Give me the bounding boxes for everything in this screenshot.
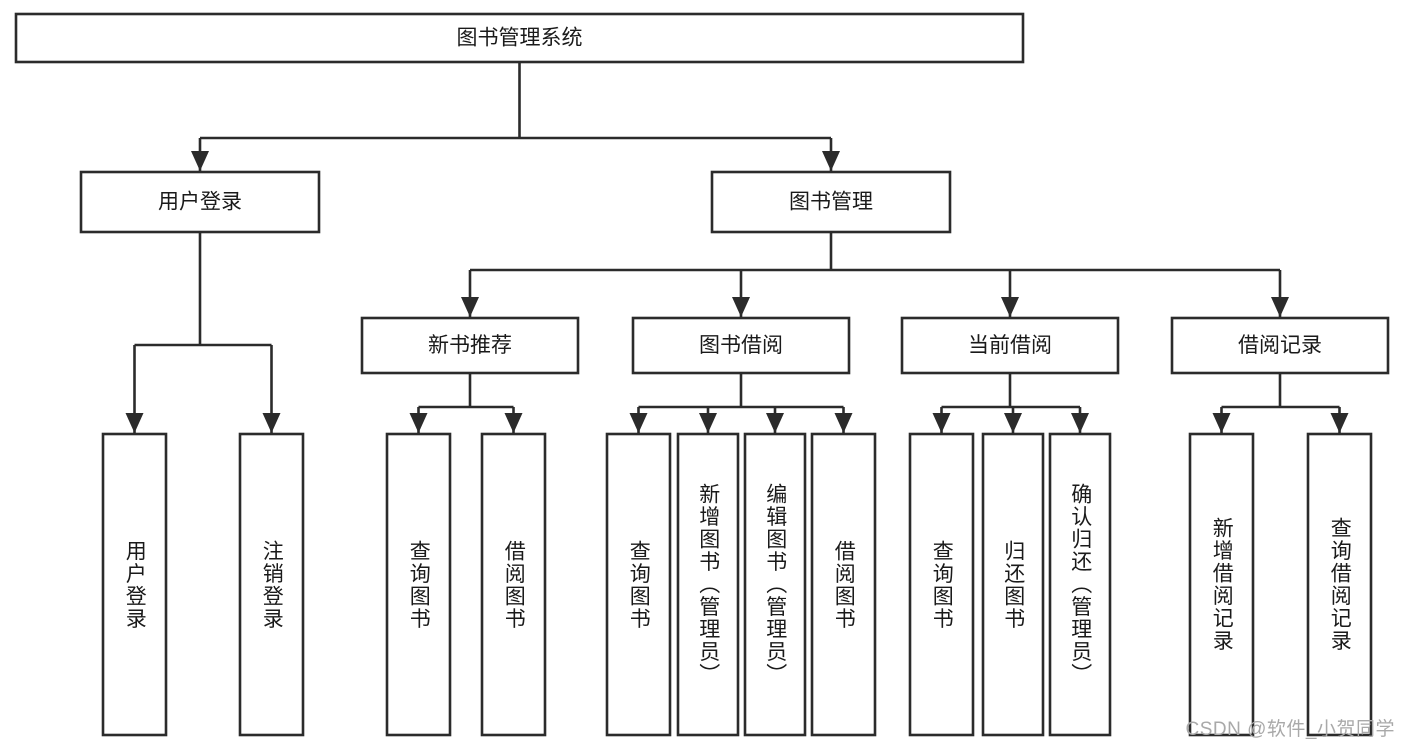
node-box-level3-2[interactable] (900, 316, 1120, 375)
node-box-leaf-4[interactable] (605, 432, 672, 737)
node-box-leaf-9[interactable] (981, 432, 1045, 737)
arrow-head-l3-3-0 (1212, 413, 1231, 433)
node-label-level3-3: 借阅记录 (1238, 334, 1322, 357)
node-label-level3-2: 当前借阅 (968, 334, 1052, 357)
arrow-head-l3-1-2 (766, 413, 784, 433)
arrow-head-root-0 (191, 151, 209, 171)
arrow-head-l3-2-1 (1004, 413, 1022, 433)
node-box-leaf-10[interactable] (1048, 432, 1112, 737)
arrow-head-l3-3-1 (1330, 413, 1349, 433)
node-box-level3-3[interactable] (1170, 316, 1390, 375)
arrow-head-l3-0-0 (409, 413, 428, 433)
node-box-leaf-7[interactable] (810, 432, 877, 737)
node-box-level2-0[interactable] (79, 170, 321, 234)
connectors-layer (125, 62, 1349, 433)
node-box-root-0[interactable] (14, 12, 1025, 64)
node-box-level2-1[interactable] (710, 170, 952, 234)
node-box-leaf-2[interactable] (385, 432, 452, 737)
arrow-head-books-1 (732, 297, 750, 317)
arrow-head-login-1 (262, 413, 281, 433)
node-box-level3-0[interactable] (360, 316, 580, 375)
arrow-head-books-2 (1001, 297, 1019, 317)
boxes-layer (14, 12, 1390, 737)
node-label-level3-0: 新书推荐 (428, 334, 512, 357)
arrow-head-l3-0-1 (504, 413, 523, 433)
node-box-leaf-3[interactable] (480, 432, 547, 737)
arrow-head-books-0 (461, 297, 479, 317)
node-label-root-0: 图书管理系统 (457, 27, 583, 50)
arrow-head-books-3 (1271, 297, 1289, 317)
node-box-leaf-6[interactable] (743, 432, 807, 737)
node-box-leaf-8[interactable] (908, 432, 975, 737)
arrow-head-l3-1-3 (834, 413, 853, 433)
arrow-head-login-0 (125, 413, 144, 433)
node-label-level2-1: 图书管理 (789, 191, 873, 214)
arrow-head-l3-2-2 (1071, 413, 1089, 433)
arrow-head-root-1 (822, 151, 840, 171)
watermark-credit: CSDN @软件_小贺同学 (1185, 719, 1395, 740)
node-box-level3-1[interactable] (631, 316, 851, 375)
node-label-level2-0: 用户登录 (158, 191, 242, 214)
node-box-leaf-5[interactable] (676, 432, 740, 737)
node-box-leaf-11[interactable] (1188, 432, 1255, 737)
node-box-leaf-12[interactable] (1306, 432, 1373, 737)
arrow-head-l3-2-0 (932, 413, 951, 433)
node-label-level3-1: 图书借阅 (699, 334, 783, 357)
arrow-head-l3-1-0 (629, 413, 648, 433)
node-box-leaf-0[interactable] (101, 432, 168, 737)
arrow-head-l3-1-1 (699, 413, 717, 433)
node-box-leaf-1[interactable] (238, 432, 305, 737)
